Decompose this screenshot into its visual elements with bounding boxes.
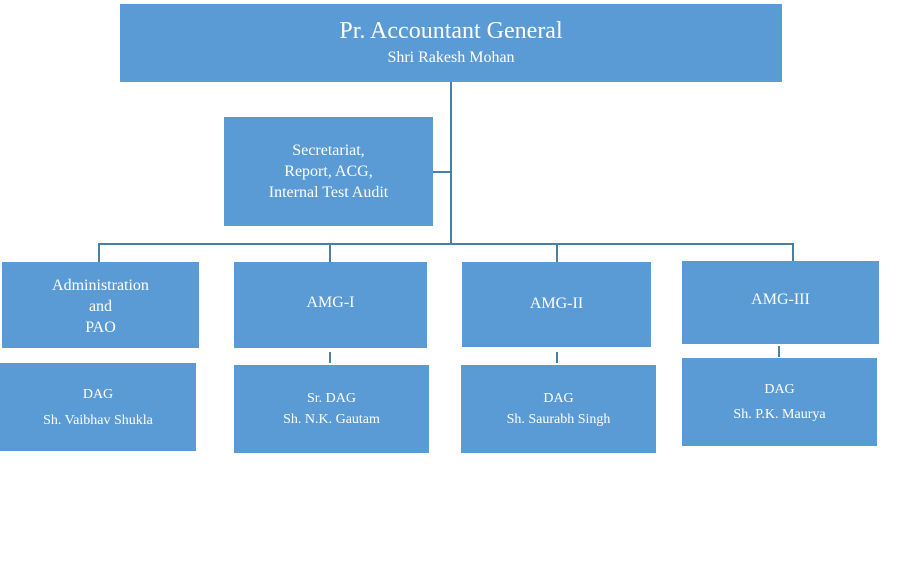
group-box-administration: Administration and PAO	[2, 262, 199, 348]
officer-role: DAG	[764, 382, 795, 397]
connector-sub-amg1	[329, 352, 331, 363]
top-title: Pr. Accountant General	[339, 18, 563, 44]
officer-box-amg-2: DAG Sh. Saurabh Singh	[461, 365, 656, 453]
connector-drop-amg2	[556, 243, 558, 262]
connector-horizontal-bus	[98, 243, 794, 245]
officer-box-administration: DAG Sh. Vaibhav Shukla	[0, 363, 196, 451]
secretariat-box: Secretariat, Report, ACG, Internal Test …	[224, 117, 433, 226]
officer-role: Sr. DAG	[306, 391, 356, 406]
connector-drop-amg3	[792, 243, 794, 261]
officer-name: Sh. Saurabh Singh	[506, 412, 611, 427]
officer-name: Sh. N.K. Gautam	[283, 412, 380, 427]
pr-accountant-general-box: Pr. Accountant General Shri Rakesh Mohan	[120, 4, 782, 82]
connector-sub-amg3	[778, 346, 780, 357]
group-box-amg-1: AMG-I	[234, 262, 427, 348]
officer-name: Sh. P.K. Maurya	[733, 407, 826, 422]
top-name: Shri Rakesh Mohan	[387, 49, 515, 66]
group-box-amg-3: AMG-III	[682, 261, 879, 344]
group-title: AMG-III	[751, 291, 810, 308]
connector-drop-admin	[98, 243, 100, 262]
group-title: Administration and PAO	[52, 276, 149, 336]
officer-box-amg-3: DAG Sh. P.K. Maurya	[682, 358, 877, 446]
officer-box-amg-1: Sr. DAG Sh. N.K. Gautam	[234, 365, 429, 453]
officer-role: DAG	[82, 386, 114, 402]
connector-main-vertical	[450, 81, 452, 244]
officer-role: DAG	[543, 391, 574, 406]
connector-sub-amg2	[556, 352, 558, 363]
officer-name: Sh. Vaibhav Shukla	[43, 412, 153, 428]
connector-drop-amg1	[329, 243, 331, 262]
group-title: AMG-I	[306, 294, 355, 311]
connector-secretariat	[432, 171, 451, 173]
secretariat-text: Secretariat, Report, ACG, Internal Test …	[268, 142, 389, 201]
group-box-amg-2: AMG-II	[462, 262, 651, 347]
group-title: AMG-II	[529, 295, 584, 312]
